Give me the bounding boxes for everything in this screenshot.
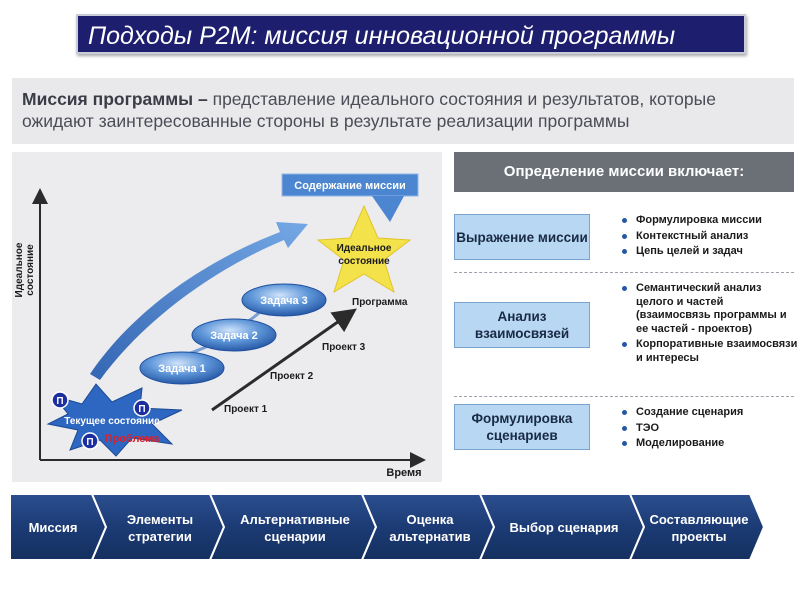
project-1-label: Проект 1 [224, 404, 268, 415]
subtitle: Миссия программы – представление идеальн… [22, 88, 792, 132]
project-2-label: Проект 2 [270, 371, 314, 382]
process-step-6 [628, 494, 766, 560]
bullet-icon [622, 441, 627, 446]
relationship-analysis-bullets: Семантический анализ целого и частей (вз… [620, 282, 798, 367]
svg-text:Идеальное: Идеальное [14, 242, 25, 297]
svg-text:состояние: состояние [25, 244, 36, 296]
page-title: Подходы P2M: миссия инновационной програ… [88, 22, 676, 50]
list-item: Создание сценария [620, 406, 798, 420]
program-label: Программа [352, 297, 408, 308]
y-axis-label: Идеальное состояние [14, 242, 36, 297]
callout-label: Содержание миссии [294, 180, 405, 192]
mission-definition-header: Определение миссии включает: [454, 152, 794, 192]
subtitle-band: Миссия программы – представление идеальн… [12, 78, 794, 144]
relationship-analysis-box: Анализ взаимосвязей [454, 302, 590, 348]
process-flow: Миссия Элементы стратегии Альтернативные сце… [10, 494, 766, 560]
process-step-label: стратегии [128, 529, 192, 544]
process-step-label: Выбор сценария [509, 520, 618, 535]
task-2-label: Задача 2 [210, 330, 258, 342]
process-step-4 [360, 494, 496, 560]
mission-expression-box: Выражение миссии [454, 214, 590, 260]
bullet-icon [622, 425, 627, 431]
problem-label: Проблема [105, 433, 161, 445]
process-step-2 [90, 494, 226, 560]
p-marker-3: П [81, 432, 99, 450]
process-step-label: Составляющие [650, 512, 749, 527]
svg-text:П: П [56, 396, 63, 407]
process-step-label: альтернатив [389, 529, 470, 544]
bullet-icon [622, 342, 627, 347]
bullet-icon [622, 249, 627, 254]
program-arrow [211, 308, 357, 412]
scenario-formulation-bullets: Создание сценария ТЭО Моделирование [620, 406, 798, 453]
x-axis-label: Время [386, 467, 421, 479]
star-label-1: Идеальное [337, 243, 392, 254]
svg-text:П: П [138, 404, 145, 415]
subtitle-body: представление идеального состояния и рез… [22, 89, 716, 131]
big-trend-arrow [90, 222, 308, 380]
bullet-icon [622, 410, 627, 415]
bullet-icon [622, 233, 627, 239]
mission-expression-bullets: Формулировка миссии Контекстный анализ Ц… [620, 214, 798, 261]
section-divider [454, 272, 794, 273]
star-label-2: состояние [338, 256, 390, 267]
task-1-label: Задача 1 [158, 363, 206, 375]
process-step-label: Оценка [407, 512, 455, 527]
relationship-analysis-label: Анализ взаимосвязей [474, 309, 570, 341]
current-state-label: Текущее состояние [64, 416, 160, 427]
process-step-label: Миссия [29, 520, 78, 535]
list-item: Семантический анализ целого и частей (вз… [620, 282, 798, 336]
title-bar: Подходы P2M: миссия инновационной програ… [76, 14, 746, 54]
subtitle-bold: Миссия программы – [22, 89, 208, 109]
list-item: ТЭО [620, 422, 798, 436]
task-2: Задача 2 [191, 318, 277, 352]
process-step-label: Элементы [127, 512, 193, 527]
list-item: Формулировка миссии [620, 214, 798, 228]
list-item: Цепь целей и задач [620, 245, 798, 259]
scenario-formulation-label: Формулировка сценариев [471, 411, 573, 443]
mission-expression-label: Выражение миссии [456, 229, 588, 245]
list-item: Контекстный анализ [620, 230, 798, 244]
p-marker-1: П [51, 391, 69, 409]
task-3: Задача 3 [241, 283, 327, 317]
ideal-state-star: Идеальное состояние [316, 204, 412, 294]
process-step-3 [208, 494, 378, 560]
mission-diagram: Идеальное состояние Время Содержание мис… [14, 173, 426, 479]
task-3-label: Задача 3 [260, 295, 308, 307]
bullet-icon [622, 218, 627, 223]
list-item: Моделирование [620, 437, 798, 451]
section-divider [454, 396, 794, 397]
process-step-label: Альтернативные [240, 512, 350, 527]
task-1: Задача 1 [139, 351, 225, 385]
p-marker-2: П [133, 399, 151, 417]
mission-definition-title: Определение миссии включает: [503, 163, 745, 180]
scenario-formulation-box: Формулировка сценариев [454, 404, 590, 450]
process-step-label: сценарии [264, 529, 325, 544]
bullet-icon [622, 286, 627, 291]
mission-content-callout: Содержание миссии [281, 173, 419, 222]
project-3-label: Проект 3 [322, 342, 366, 353]
current-state-burst: Текущее состояние Проблема [46, 383, 183, 457]
mission-diagram-panel: Идеальное состояние Время Содержание мис… [12, 152, 442, 482]
process-step-5 [478, 494, 646, 560]
svg-text:П: П [86, 437, 93, 448]
list-item: Корпоративные взаимосвязи и интересы [620, 338, 798, 365]
process-step-label: проекты [672, 529, 727, 544]
